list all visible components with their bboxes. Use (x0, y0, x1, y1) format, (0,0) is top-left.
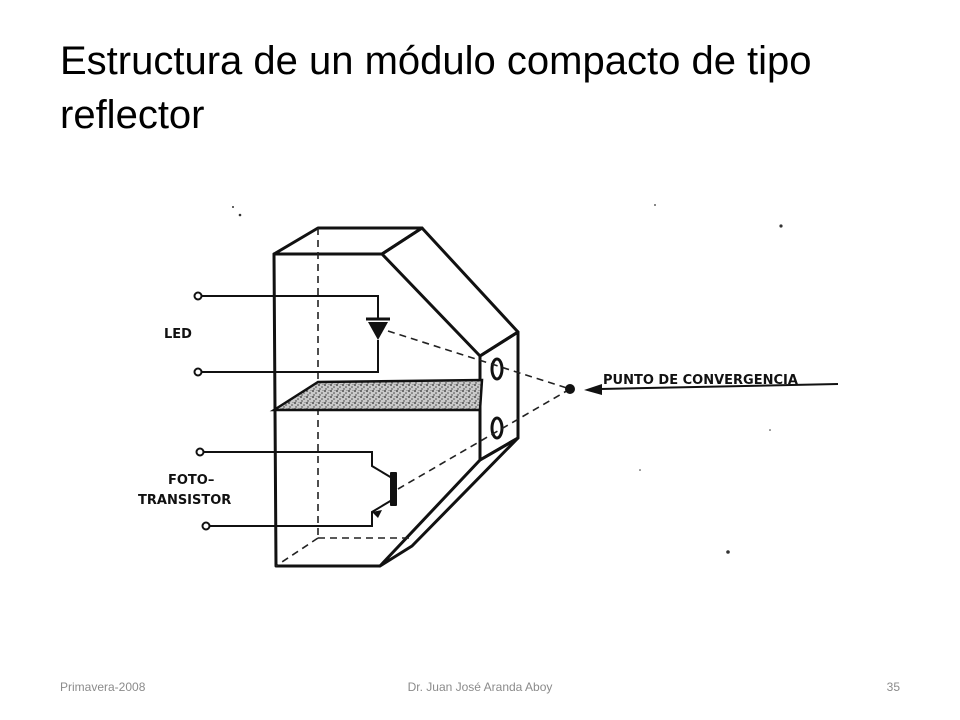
receiver-lens (490, 416, 504, 440)
convergence-label: PUNTO DE CONVERGENCIA (603, 373, 798, 388)
foto-label-line1: FOTO– (168, 473, 214, 488)
slide-title: Estructura de un módulo compacto de tipo… (60, 39, 812, 137)
page-number: 35 (886, 680, 900, 694)
phototransistor-symbol (372, 472, 397, 518)
hidden-edges (275, 228, 412, 567)
housing-lower-chamfer (378, 436, 520, 568)
foto-label-line2: TRANSISTOR (138, 493, 231, 508)
led-circuit (193, 291, 379, 377)
lens-plate (478, 330, 520, 462)
phototransistor-circuit (195, 447, 393, 531)
optical-barrier (269, 378, 484, 412)
footer-date: Primavera-2008 (60, 680, 146, 694)
housing-upper-chamfer (380, 226, 520, 358)
convergence-arrow (584, 383, 839, 395)
optical-paths (387, 330, 571, 490)
scan-specks (232, 204, 783, 554)
convergence-point (565, 384, 575, 394)
footer-author: Dr. Juan José Aranda Aboy (407, 680, 553, 694)
led-diode-symbol (366, 314, 390, 340)
emitter-lens (490, 357, 504, 381)
led-label: LED (164, 327, 192, 342)
